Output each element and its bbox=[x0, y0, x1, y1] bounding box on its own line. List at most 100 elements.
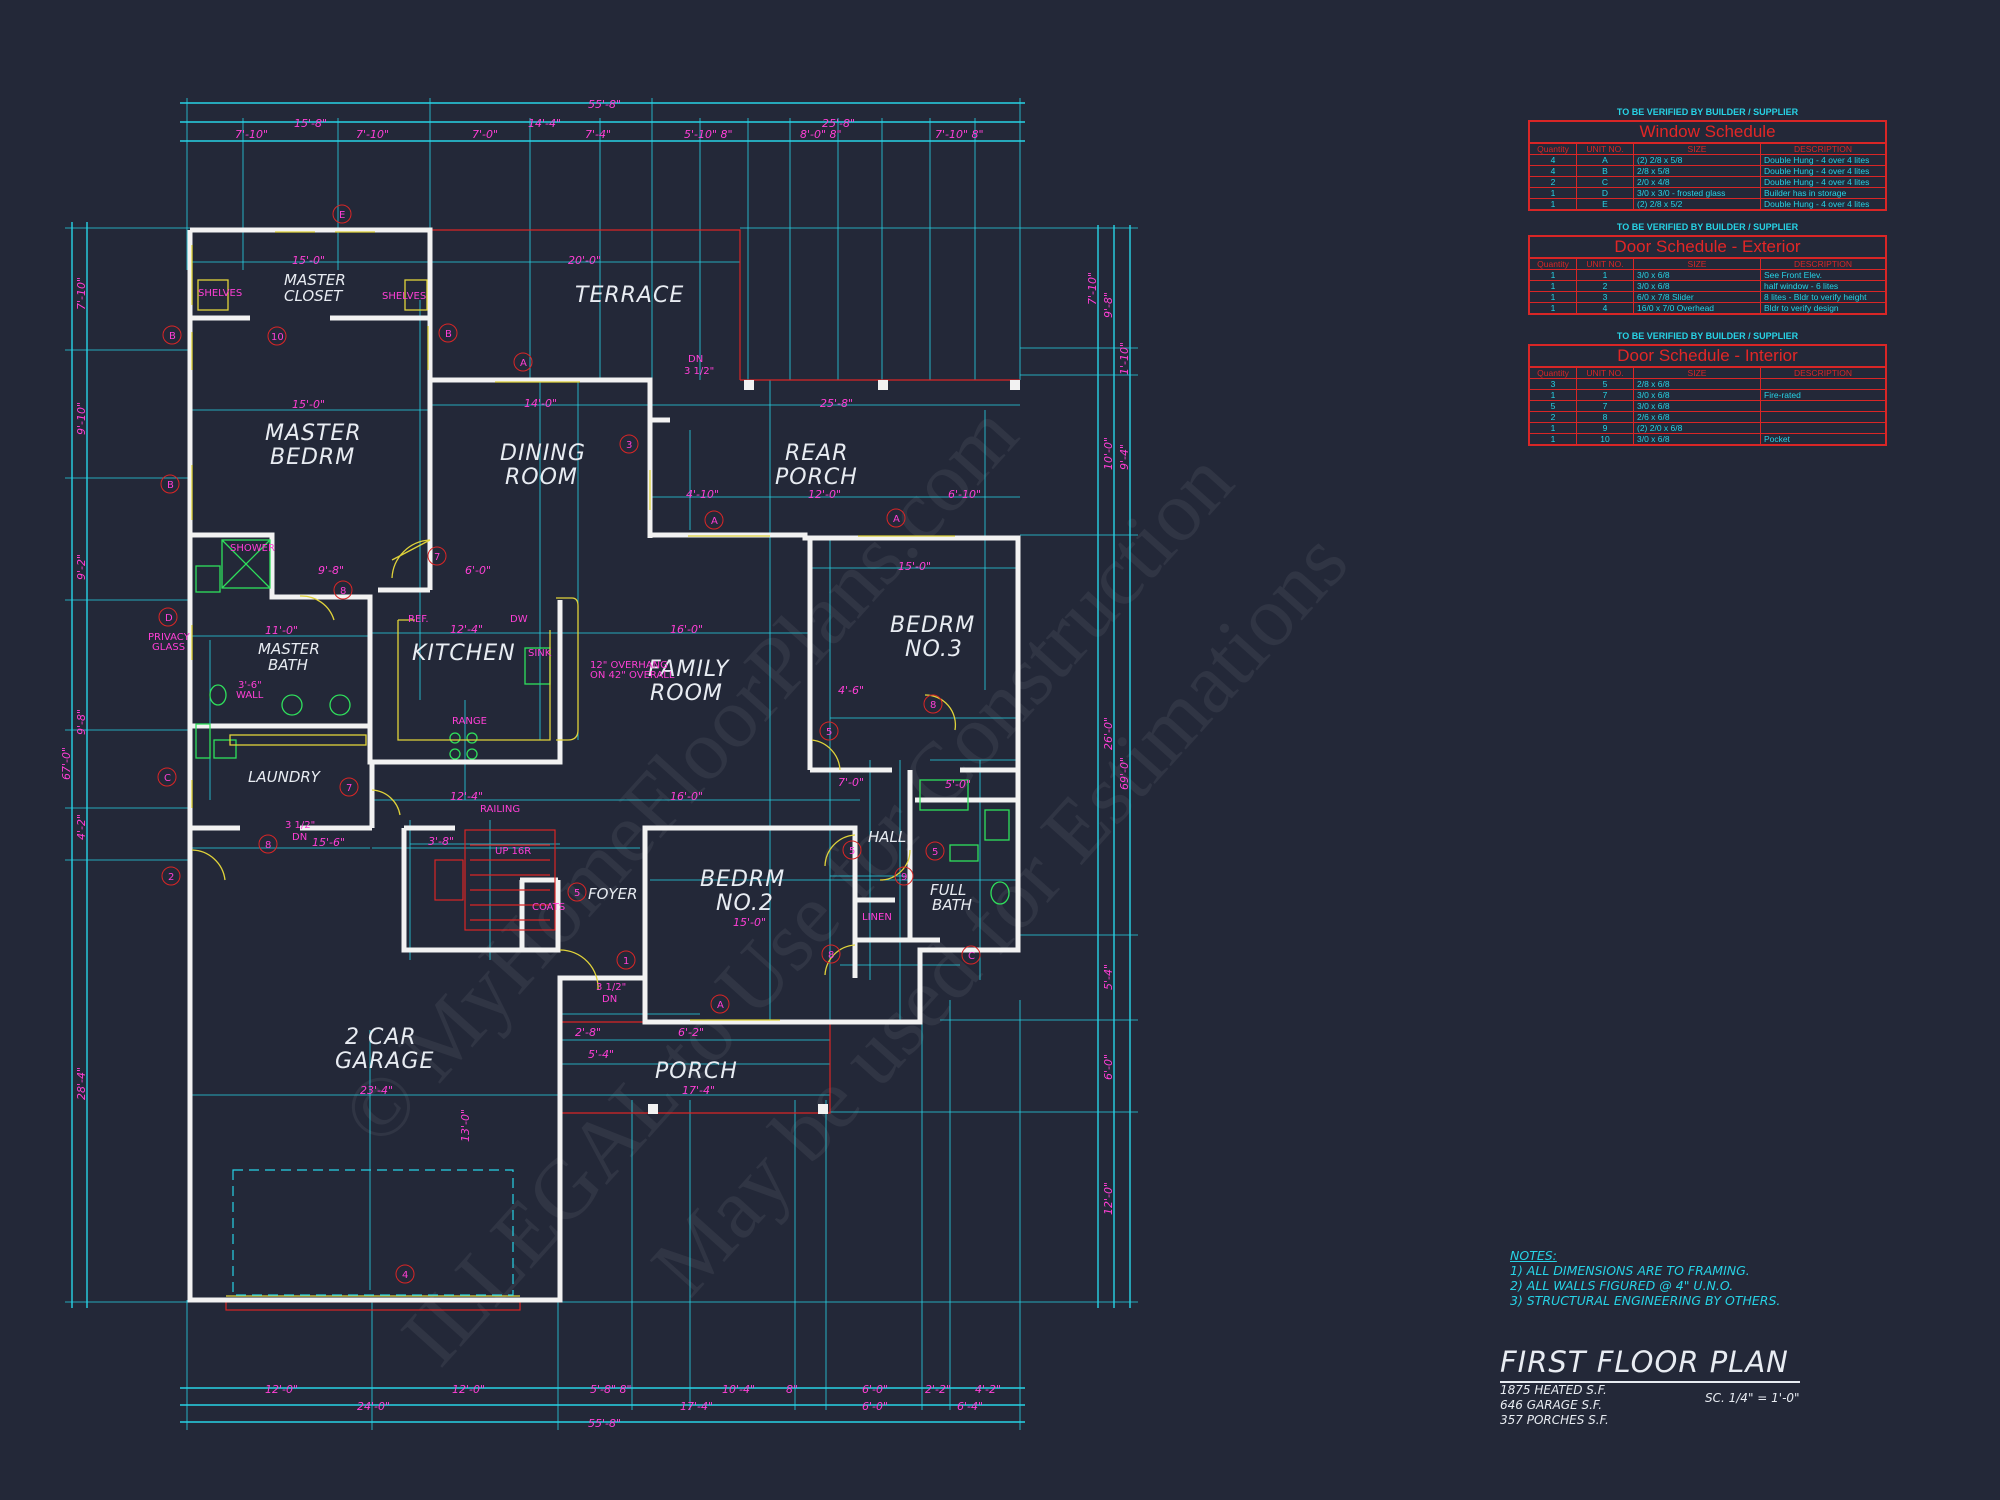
schedule-cell: 1 bbox=[1528, 269, 1577, 281]
tag-window-a-3: A bbox=[886, 508, 906, 528]
dim-left-5: 28'-4" bbox=[75, 1067, 88, 1100]
note-sink: SINK bbox=[528, 648, 552, 659]
dim-int-6: 4'-10" bbox=[686, 488, 719, 501]
schedule-cell: A bbox=[1576, 154, 1634, 166]
tag-door-10: 10 bbox=[267, 326, 287, 346]
schedule-cell: 1 bbox=[1528, 389, 1577, 401]
dim-int-2: 15'-0" bbox=[292, 398, 325, 411]
schedule-cell: 9 bbox=[1576, 422, 1634, 434]
tag-door-4: 4 bbox=[395, 1264, 415, 1284]
col-header: UNIT NO. bbox=[1576, 366, 1634, 379]
dim-int-8: 15'-0" bbox=[898, 560, 931, 573]
schedule-cell: 10 bbox=[1576, 433, 1634, 446]
svg-text:A: A bbox=[711, 516, 718, 527]
dim-int-27: 15'-6" bbox=[312, 836, 345, 849]
door-exterior-verify: TO BE VERIFIED BY BUILDER / SUPPLIER bbox=[1616, 222, 1799, 232]
schedule-cell: B bbox=[1576, 165, 1634, 177]
dim-top-r2-3: 7'-4" bbox=[585, 128, 611, 141]
dimension-lines bbox=[65, 98, 1138, 1430]
svg-text:1: 1 bbox=[623, 956, 629, 967]
note-item: 1) ALL DIMENSIONS ARE TO FRAMING. bbox=[1510, 1263, 1750, 1278]
note-wall-seat: 3'-6"WALL bbox=[236, 680, 264, 701]
note-linen: LINEN bbox=[862, 912, 892, 923]
schedule-cell: Bldr to verify design bbox=[1760, 302, 1887, 315]
dim-int-9: 12'-4" bbox=[450, 623, 483, 636]
svg-text:2: 2 bbox=[168, 872, 174, 883]
svg-text:9: 9 bbox=[901, 872, 907, 883]
label-foyer: FOYER bbox=[588, 885, 638, 903]
tag-door-8d: 8 bbox=[923, 694, 943, 714]
dim-int-23: 6'-0" bbox=[465, 564, 491, 577]
note-dn-foyer: 3 1/2"DN bbox=[596, 982, 626, 1005]
dim-top-overall: 55'-8" bbox=[588, 98, 621, 111]
drawing-scale: SC. 1/4" = 1'-0" bbox=[1705, 1391, 1800, 1405]
note-shower: SHOWER bbox=[230, 543, 275, 554]
dim-int-3: 14'-0" bbox=[524, 397, 557, 410]
schedule-cell: 3/0 x 6/8 bbox=[1633, 433, 1761, 446]
schedule-cell: 5 bbox=[1528, 400, 1577, 412]
schedule-cell: 2 bbox=[1576, 280, 1634, 292]
tag-door-9: 9 bbox=[894, 866, 914, 886]
schedule-cell: 5 bbox=[1576, 378, 1634, 390]
schedule-cell bbox=[1760, 411, 1887, 423]
window-schedule-table: Window Schedule Quantity UNIT NO. SIZE D… bbox=[1528, 120, 1887, 211]
door-schedule-interior: TO BE VERIFIED BY BUILDER / SUPPLIER Doo… bbox=[1528, 331, 1887, 446]
tag-door-5d: 5 bbox=[925, 841, 945, 861]
annotations: SHELVES SHELVES SHOWER REF. DW SINK RANG… bbox=[148, 288, 892, 1005]
tag-door-5c: 5 bbox=[842, 840, 862, 860]
schedule-cell: 8 lites - Bldr to verify height bbox=[1760, 291, 1887, 303]
schedule-cell: 3/0 x 6/8 bbox=[1633, 389, 1761, 401]
porch-posts bbox=[648, 380, 1020, 1114]
dim-right-2: 1'-10" bbox=[1118, 342, 1131, 375]
dim-bot-r1-4: 8" bbox=[786, 1383, 798, 1396]
dim-left-1: 9'-10" bbox=[75, 402, 88, 435]
svg-text:8: 8 bbox=[265, 840, 271, 851]
note-item: 2) ALL WALLS FIGURED @ 4" U.N.O. bbox=[1510, 1278, 1734, 1293]
dim-bot-r1-1: 12'-0" bbox=[452, 1383, 485, 1396]
schedule-cell: 2 bbox=[1528, 176, 1577, 188]
schedule-cell bbox=[1760, 378, 1887, 390]
tag-window-a-4: A bbox=[710, 994, 730, 1014]
schedule-cell: D bbox=[1576, 187, 1634, 199]
svg-text:B: B bbox=[169, 331, 176, 342]
schedule-cell: 6/0 x 7/8 Slider bbox=[1633, 291, 1761, 303]
schedule-cell: 3/0 x 6/8 bbox=[1633, 280, 1761, 292]
note-dw: DW bbox=[510, 614, 528, 625]
note-up: UP 16R bbox=[495, 846, 531, 857]
dim-int-21: 7'-0" bbox=[838, 776, 864, 789]
svg-text:3: 3 bbox=[626, 440, 632, 451]
svg-text:8: 8 bbox=[828, 950, 834, 961]
schedule-cell: Pocket bbox=[1760, 433, 1887, 446]
schedule-cell: (2) 2/8 x 5/8 bbox=[1633, 154, 1761, 166]
svg-text:5: 5 bbox=[826, 727, 832, 738]
window-schedule-title: Window Schedule bbox=[1529, 121, 1886, 144]
dim-left-overall: 67'-0" bbox=[60, 747, 73, 780]
tag-window-b-2: B bbox=[438, 323, 458, 343]
svg-text:C: C bbox=[968, 951, 975, 962]
schedule-cell: 4 bbox=[1528, 154, 1577, 166]
dim-int-16: 23'-4" bbox=[360, 1084, 393, 1097]
dim-right-6: 6'-0" bbox=[1102, 1054, 1115, 1080]
note-ref: REF. bbox=[408, 614, 429, 625]
dim-bot-r2-3: 6'-4" bbox=[957, 1400, 983, 1413]
dimension-texts: 55'-8" 15'-8" 14'-4" 25'-8" 7'-10" 7'-10… bbox=[60, 98, 1131, 1430]
schedule-cell: 1 bbox=[1576, 269, 1634, 281]
svg-text:C: C bbox=[164, 773, 171, 784]
schedule-cell bbox=[1760, 422, 1887, 434]
schedule-cell: 2/0 x 4/8 bbox=[1633, 176, 1761, 188]
tag-door-3: 3 bbox=[619, 434, 639, 454]
